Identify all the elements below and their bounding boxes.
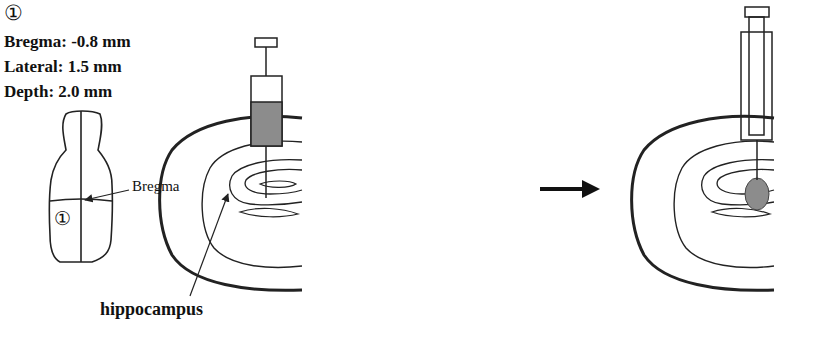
dentate-gyrus [240, 208, 298, 216]
brain-outline [632, 116, 774, 290]
barrel [741, 32, 772, 140]
callout-number: ① [4, 2, 23, 25]
skull [49, 111, 112, 262]
plunger-cap [745, 7, 769, 17]
syringe [741, 7, 772, 180]
midline [80, 111, 82, 262]
needle [756, 140, 758, 180]
barrel [251, 76, 282, 146]
leader-line [85, 190, 129, 200]
plunger-rod [265, 47, 267, 76]
plunger [749, 17, 764, 135]
structure-label: hippocampus [100, 300, 203, 320]
hippocampus-inner [245, 169, 302, 194]
brain-section [632, 116, 774, 290]
solution [251, 102, 282, 146]
cortex-line [674, 141, 774, 267]
plunger-cap [255, 38, 277, 47]
leader-line [190, 194, 228, 296]
bregma-line [50, 199, 112, 201]
callout-number: ① [54, 209, 71, 230]
skull-outline [49, 111, 112, 262]
syringe [251, 38, 282, 198]
needle [265, 146, 267, 198]
coordinate-text: Depth: 2.0 mm [4, 83, 112, 102]
cortex-line [202, 141, 302, 267]
dentate-gyrus [712, 208, 770, 216]
coordinate-text: Lateral: 1.5 mm [4, 58, 122, 77]
step-arrow [540, 187, 585, 191]
landmark-label: Bregma [132, 178, 179, 195]
step-arrow-head [582, 180, 600, 198]
coordinate-text: Bregma: -0.8 mm [4, 33, 131, 52]
injected-solution [745, 178, 769, 210]
